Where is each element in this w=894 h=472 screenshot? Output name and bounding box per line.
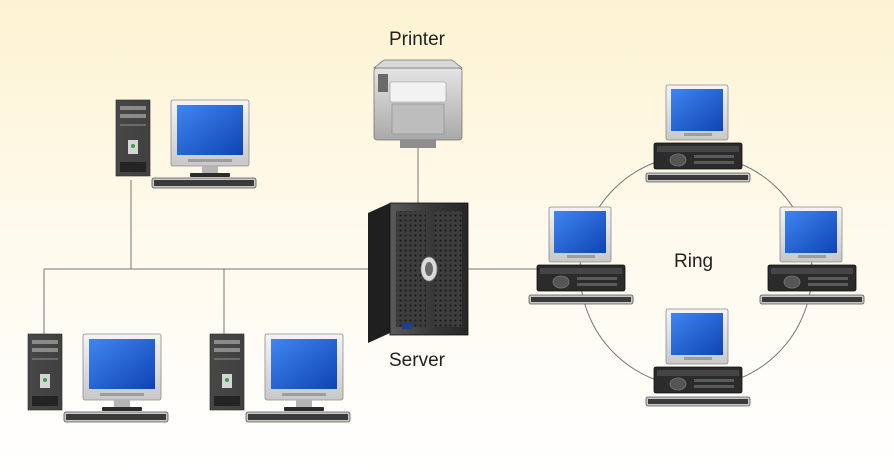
ring-workstation-top: [645, 84, 751, 183]
printer-icon: [372, 59, 464, 148]
ring-workstation-bottom: [645, 308, 751, 407]
bus-workstation-bottom-middle: [209, 333, 351, 423]
ring-label: Ring: [674, 251, 714, 272]
server-label: Server: [389, 350, 445, 371]
bus-workstation-bottom-left: [27, 333, 169, 423]
bus-workstation-top: [115, 99, 257, 189]
ring-workstation-right: [759, 206, 865, 305]
ring-workstation-left: [528, 206, 634, 305]
printer-label: Printer: [389, 29, 445, 50]
server-tower-icon: [368, 202, 469, 343]
